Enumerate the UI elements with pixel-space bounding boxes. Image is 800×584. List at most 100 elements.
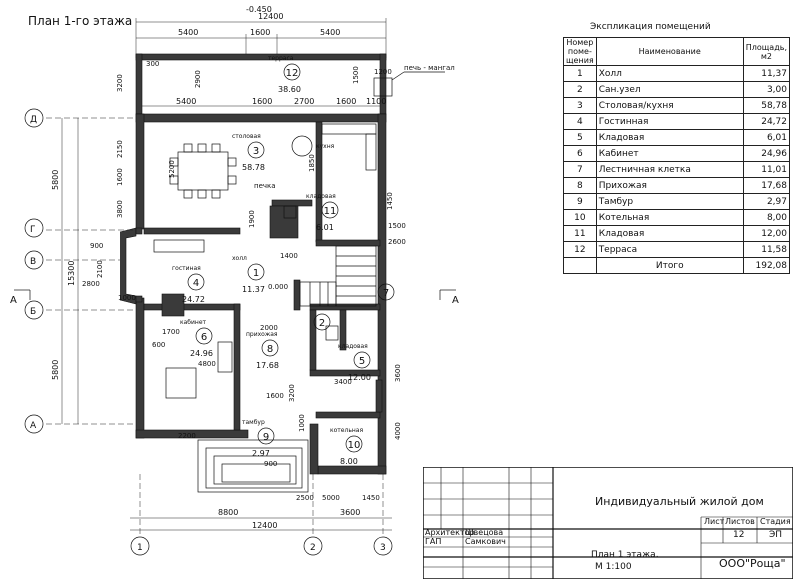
furniture <box>153 123 377 399</box>
room-name: гостиная <box>172 265 201 272</box>
room-number: 8 <box>267 344 273 355</box>
dim-top-total: 12400 <box>258 12 283 21</box>
room-number-circle <box>257 427 275 445</box>
interior-walls <box>143 121 383 431</box>
room-name-cell: Лестничная клетка <box>595 161 744 178</box>
room-number-cell: 8 <box>563 177 597 194</box>
room-name: столовая <box>232 133 261 140</box>
room-number: 10 <box>348 440 361 451</box>
dimension-label: 900 <box>90 242 103 250</box>
dimension-label: 1600 <box>266 392 284 400</box>
terrace-area: 5400 1600 2700 1600 1100 печь - мангал <box>135 53 455 115</box>
room-area-cell: 24,96 <box>742 145 791 162</box>
left-dimensions: 5800 15300 5800 <box>51 118 79 424</box>
room-number: 9 <box>263 432 269 443</box>
room-number: 2 <box>319 318 325 329</box>
room-area: 12.00 <box>348 373 371 382</box>
dim-bottom-1: 3600 <box>340 508 360 517</box>
dimension-label: 5000 <box>322 494 340 502</box>
dimension-label: 1000 <box>298 414 306 432</box>
room-area: 38.60 <box>278 85 301 94</box>
room-number-cell: 3 <box>563 97 597 114</box>
dimension-label: 1500 <box>352 66 360 84</box>
stamp-role-gap: ГАП <box>425 537 442 546</box>
room-area-cell: 11,37 <box>742 65 791 82</box>
dim-bottom-0: 8800 <box>218 508 238 517</box>
room-number-circle <box>247 263 265 281</box>
room-number-cell: 4 <box>563 113 597 130</box>
room-number-cell: 10 <box>563 209 597 226</box>
dimension-label: 1200 <box>374 68 392 76</box>
axis-label-1: 1 <box>137 543 143 553</box>
room-name-cell: Столовая/кухня <box>595 97 744 114</box>
room-number-circle <box>261 339 279 357</box>
sheet-title: План 1 этажа. <box>591 550 659 560</box>
room-name-cell: Кладовая <box>595 129 744 146</box>
stamp-role-architect: Архитектор <box>425 528 475 537</box>
dimension-label: 300 <box>146 60 159 68</box>
title-block <box>423 467 793 579</box>
dimension-label: 1600 <box>116 168 124 186</box>
explication-header-num: Номер поме-щения <box>563 37 597 66</box>
dimension-label: 3200 <box>288 384 296 402</box>
company-name: ООО"Роща" <box>719 557 786 570</box>
entrance-steps <box>197 439 309 493</box>
room-name: котельная <box>330 427 363 434</box>
room-area: 11.37 <box>242 285 265 294</box>
room-area-cell: 3,00 <box>742 81 791 98</box>
title-block-text: Индивидуальный жилой дом Лист Листов Ста… <box>423 467 793 579</box>
axis-label-a: А <box>30 421 37 431</box>
dimension-label: 1000 <box>118 294 136 302</box>
room-area: 2.97 <box>252 449 270 458</box>
axis-label-d: Д <box>30 115 37 125</box>
stamp-person-gap: Самкович <box>465 537 506 546</box>
dimension-label: 3200 <box>116 74 124 92</box>
dim-terrace-2: 2700 <box>294 97 314 106</box>
floor-mark: 0.000 <box>268 283 288 291</box>
stamp-person-architect: Швецова <box>465 528 504 537</box>
drawing-title: План 1-го этажа <box>28 14 133 28</box>
room-number-circle <box>345 435 363 453</box>
room-number-cell: 6 <box>563 145 597 162</box>
room-area: 24.96 <box>190 349 213 358</box>
room-name-cell: Кладовая <box>595 225 744 242</box>
room-area-cell: 58,78 <box>742 97 791 114</box>
stamp-header-sheet: Лист <box>704 517 725 526</box>
room-number-cell: 11 <box>563 225 597 242</box>
dimension-label: 600 <box>152 341 165 349</box>
room-name: кабинет <box>180 319 207 326</box>
dim-left-1: 15300 <box>67 261 76 286</box>
dimension-label: 2000 <box>260 324 278 332</box>
room-area: 6.01 <box>316 223 334 232</box>
dim-top-1: 1600 <box>250 28 270 37</box>
explication-header-area: Площадь, м2 <box>742 37 791 66</box>
room-area: 58.78 <box>242 163 265 172</box>
room-area-cell: 24,72 <box>742 113 791 130</box>
explication-total-label: Итого <box>595 257 744 274</box>
room-number-circle <box>195 327 213 345</box>
top-dimensions: 12400 -0.450 5400 1600 5400 <box>135 5 387 58</box>
dimension-label: 2800 <box>82 280 100 288</box>
room-name: кладовая <box>338 343 368 350</box>
dimension-label: 1700 <box>162 328 180 336</box>
dimension-label: 4800 <box>198 360 216 368</box>
room-number-circle <box>247 141 265 159</box>
dimension-label: 900 <box>264 460 277 468</box>
room-number: 5 <box>359 356 365 367</box>
section-label-left: А <box>10 295 17 306</box>
dim-top-2: 5400 <box>320 28 340 37</box>
room-number: 3 <box>253 146 259 157</box>
dimension-label: 2500 <box>296 494 314 502</box>
room-area-cell: 17,68 <box>742 177 791 194</box>
dim-bottom-total: 12400 <box>252 521 277 530</box>
room-name: холл <box>232 255 247 262</box>
axis-label-v: В <box>30 257 36 267</box>
room-area-cell: 12,00 <box>742 225 791 242</box>
